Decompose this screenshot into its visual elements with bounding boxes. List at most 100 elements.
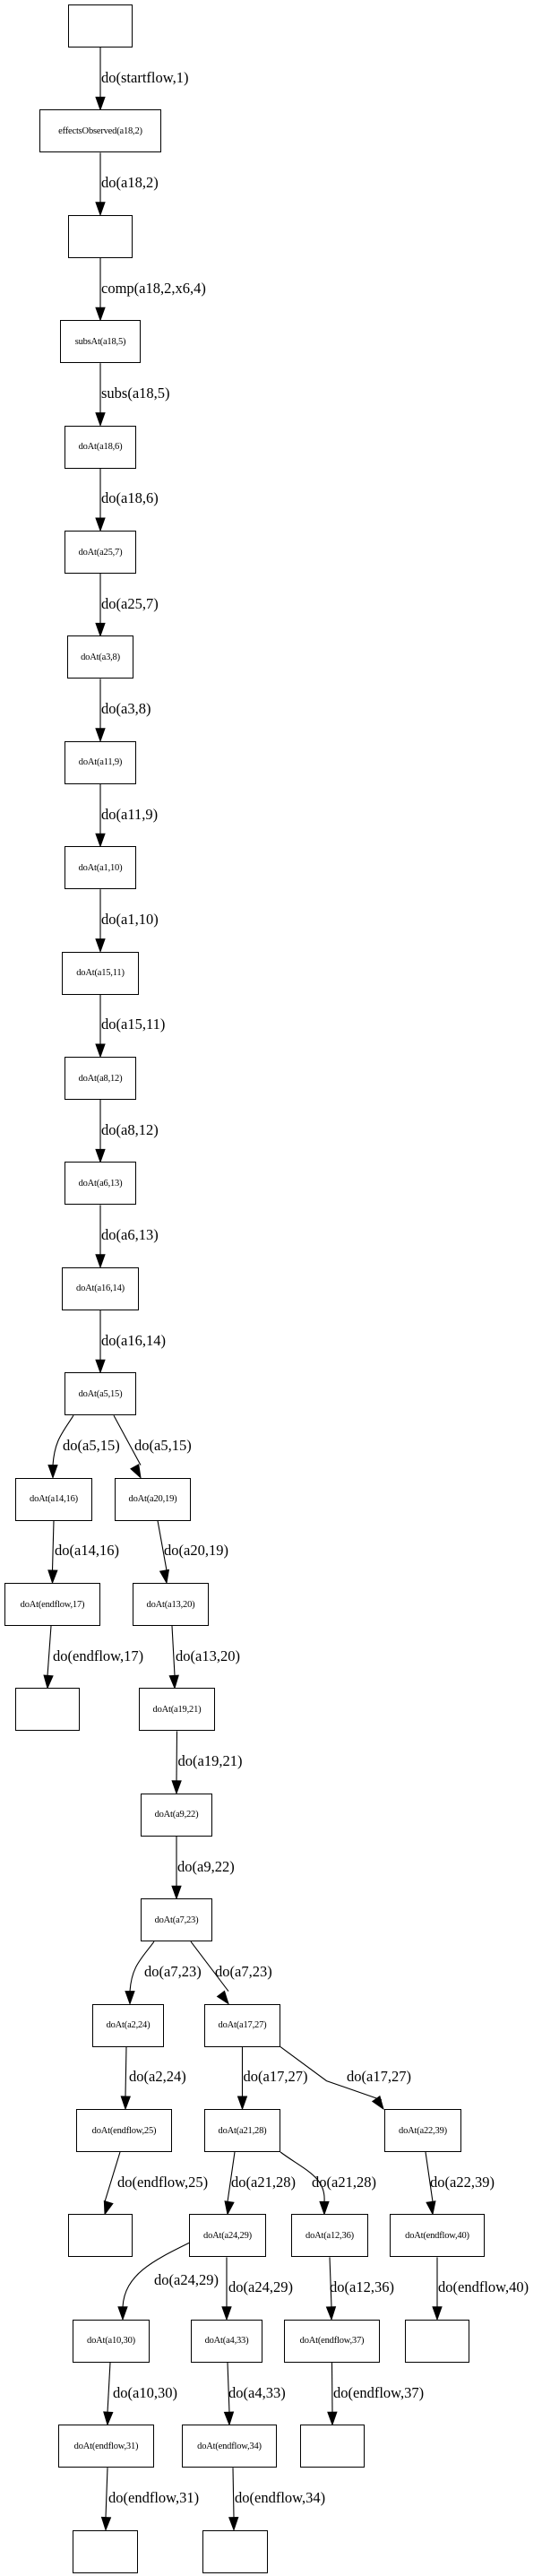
- edge-line: [190, 1941, 229, 1992]
- node-label: doAt(a25,7): [78, 547, 123, 558]
- arrowhead-icon: [95, 1148, 106, 1163]
- arrowhead-icon: [95, 1359, 106, 1374]
- edge-line: [122, 2242, 190, 2307]
- edge-line: [107, 2362, 111, 2413]
- node-label: doAt(a6,13): [78, 1178, 123, 1189]
- edge-label: do(a12,36): [330, 2278, 394, 2296]
- edge-label: do(a4,33): [228, 2383, 286, 2401]
- graph-node: doAt(endflow,31): [58, 2425, 154, 2468]
- arrowhead-icon: [95, 307, 106, 322]
- edge-label: do(a14,16): [55, 1542, 119, 1560]
- node-label: doAt(a18,6): [78, 442, 123, 453]
- edge-label: do(a1,10): [101, 910, 159, 928]
- edge-line: [227, 2362, 230, 2413]
- graph-node: doAt(a19,21): [139, 1688, 215, 1732]
- edge-line: [280, 2151, 325, 2202]
- arrowhead-icon: [95, 622, 106, 637]
- edge-label: do(a18,2): [101, 174, 159, 192]
- graph-node: doAt(endflow,37): [284, 2319, 380, 2363]
- node-label: doAt(a4,33): [204, 2336, 249, 2347]
- node-label: doAt(a20,19): [128, 1494, 177, 1505]
- arrowhead-icon: [216, 1990, 229, 2005]
- edge-line: [280, 2046, 383, 2101]
- graph-node: doAt(a22,39): [384, 2109, 461, 2152]
- graph-node: effectsObserved(a18,2): [39, 109, 161, 153]
- node-label: doAt(a17,27): [218, 2020, 267, 2031]
- node-label: doAt(endflow,31): [73, 2441, 139, 2451]
- edge-label: do(a11,9): [101, 805, 159, 823]
- arrowhead-icon: [95, 517, 106, 532]
- edge-label: do(a5,15): [134, 1436, 192, 1454]
- node-label: doAt(a16,14): [76, 1284, 125, 1294]
- graph-node: doAt(a15,11): [62, 951, 139, 995]
- node-label: doAt(a9,22): [154, 1810, 199, 1820]
- edge-label: do(endflow,31): [108, 2488, 200, 2506]
- edge-label: do(a16,14): [101, 1331, 166, 1349]
- graph-node-empty: [202, 2529, 268, 2573]
- node-label: doAt(a7,23): [154, 1915, 199, 1925]
- node-label: doAt(a19,21): [152, 1704, 202, 1715]
- edge-label: do(endflow,17): [53, 1647, 144, 1664]
- edge-label: do(startflow,1): [101, 68, 189, 86]
- edge-line: [171, 1625, 176, 1676]
- edge-line: [47, 1625, 52, 1676]
- edge-line: [157, 1520, 168, 1571]
- node-label: effectsObserved(a18,2): [58, 125, 142, 136]
- edge-label: do(a9,22): [177, 1857, 235, 1875]
- node-label: doAt(endflow,40): [405, 2230, 469, 2241]
- edge-line: [232, 2468, 235, 2518]
- graph-node: doAt(a11,9): [65, 740, 136, 784]
- arrowhead-icon: [159, 1569, 170, 1585]
- edge-label: do(a24,29): [228, 2278, 293, 2296]
- node-label: subsAt(a18,5): [74, 336, 126, 347]
- graph-node: doAt(endflow,40): [390, 2214, 485, 2258]
- edge-label: do(endflow,25): [117, 2173, 209, 2191]
- graph-node: doAt(a3,8): [67, 635, 133, 679]
- graph-node: doAt(a20,19): [115, 1477, 191, 1521]
- edge-label: do(a2,24): [129, 2068, 186, 2086]
- graph-node: doAt(a16,14): [62, 1266, 139, 1310]
- edge-label: do(a21,28): [312, 2173, 376, 2191]
- arrowhead-icon: [228, 2516, 239, 2532]
- edge-label: subs(a18,5): [101, 384, 170, 402]
- edge-label: do(endflow,34): [235, 2488, 326, 2506]
- node-label: doAt(endflow,25): [91, 2125, 157, 2136]
- edge-label: do(a10,30): [113, 2383, 177, 2401]
- graph-node: doAt(a10,30): [73, 2319, 150, 2363]
- arrowhead-icon: [223, 2411, 235, 2426]
- arrowhead-icon: [327, 2411, 338, 2426]
- graph-node: subsAt(a18,5): [60, 320, 141, 364]
- edge-label: do(a25,7): [101, 594, 159, 612]
- edge-line: [105, 2468, 108, 2518]
- arrowhead-icon: [103, 2411, 114, 2426]
- node-label: doAt(a15,11): [76, 968, 125, 979]
- edge-label: do(a22,39): [430, 2173, 495, 2191]
- edge-label: do(a7,23): [215, 1962, 272, 1980]
- edge-label: do(a5,15): [63, 1436, 120, 1454]
- node-label: doAt(a21,28): [218, 2125, 267, 2136]
- arrowhead-icon: [171, 1885, 182, 1900]
- arrowhead-icon: [95, 202, 106, 217]
- edge-label: do(a15,11): [101, 1016, 166, 1033]
- node-label: doAt(a5,15): [78, 1388, 123, 1399]
- edge-label: comp(a18,2,x6,4): [101, 279, 206, 297]
- graph-node-empty: [68, 4, 133, 48]
- edge-label: do(a19,21): [177, 1752, 243, 1770]
- node-label: doAt(a11,9): [78, 757, 123, 768]
- graph-node-empty: [73, 2529, 138, 2573]
- edge-label: do(a21,28): [231, 2173, 296, 2191]
- node-label: doAt(a14,16): [30, 1494, 78, 1505]
- graph-node: doAt(a7,23): [141, 1898, 212, 1942]
- edge-label: do(a6,13): [101, 1226, 159, 1244]
- node-label: doAt(a22,39): [399, 2125, 447, 2136]
- arrowhead-icon: [95, 412, 106, 428]
- arrowhead-icon: [171, 1780, 182, 1795]
- edge-label: do(endflow,37): [333, 2383, 425, 2401]
- graph-node: doAt(endflow,17): [4, 1583, 100, 1626]
- node-label: doAt(endflow,34): [197, 2441, 262, 2451]
- arrowhead-icon: [432, 2306, 443, 2321]
- edge-label: do(a24,29): [154, 2271, 219, 2289]
- edge-line: [425, 2151, 434, 2202]
- node-label: doAt(endflow,17): [20, 1599, 85, 1610]
